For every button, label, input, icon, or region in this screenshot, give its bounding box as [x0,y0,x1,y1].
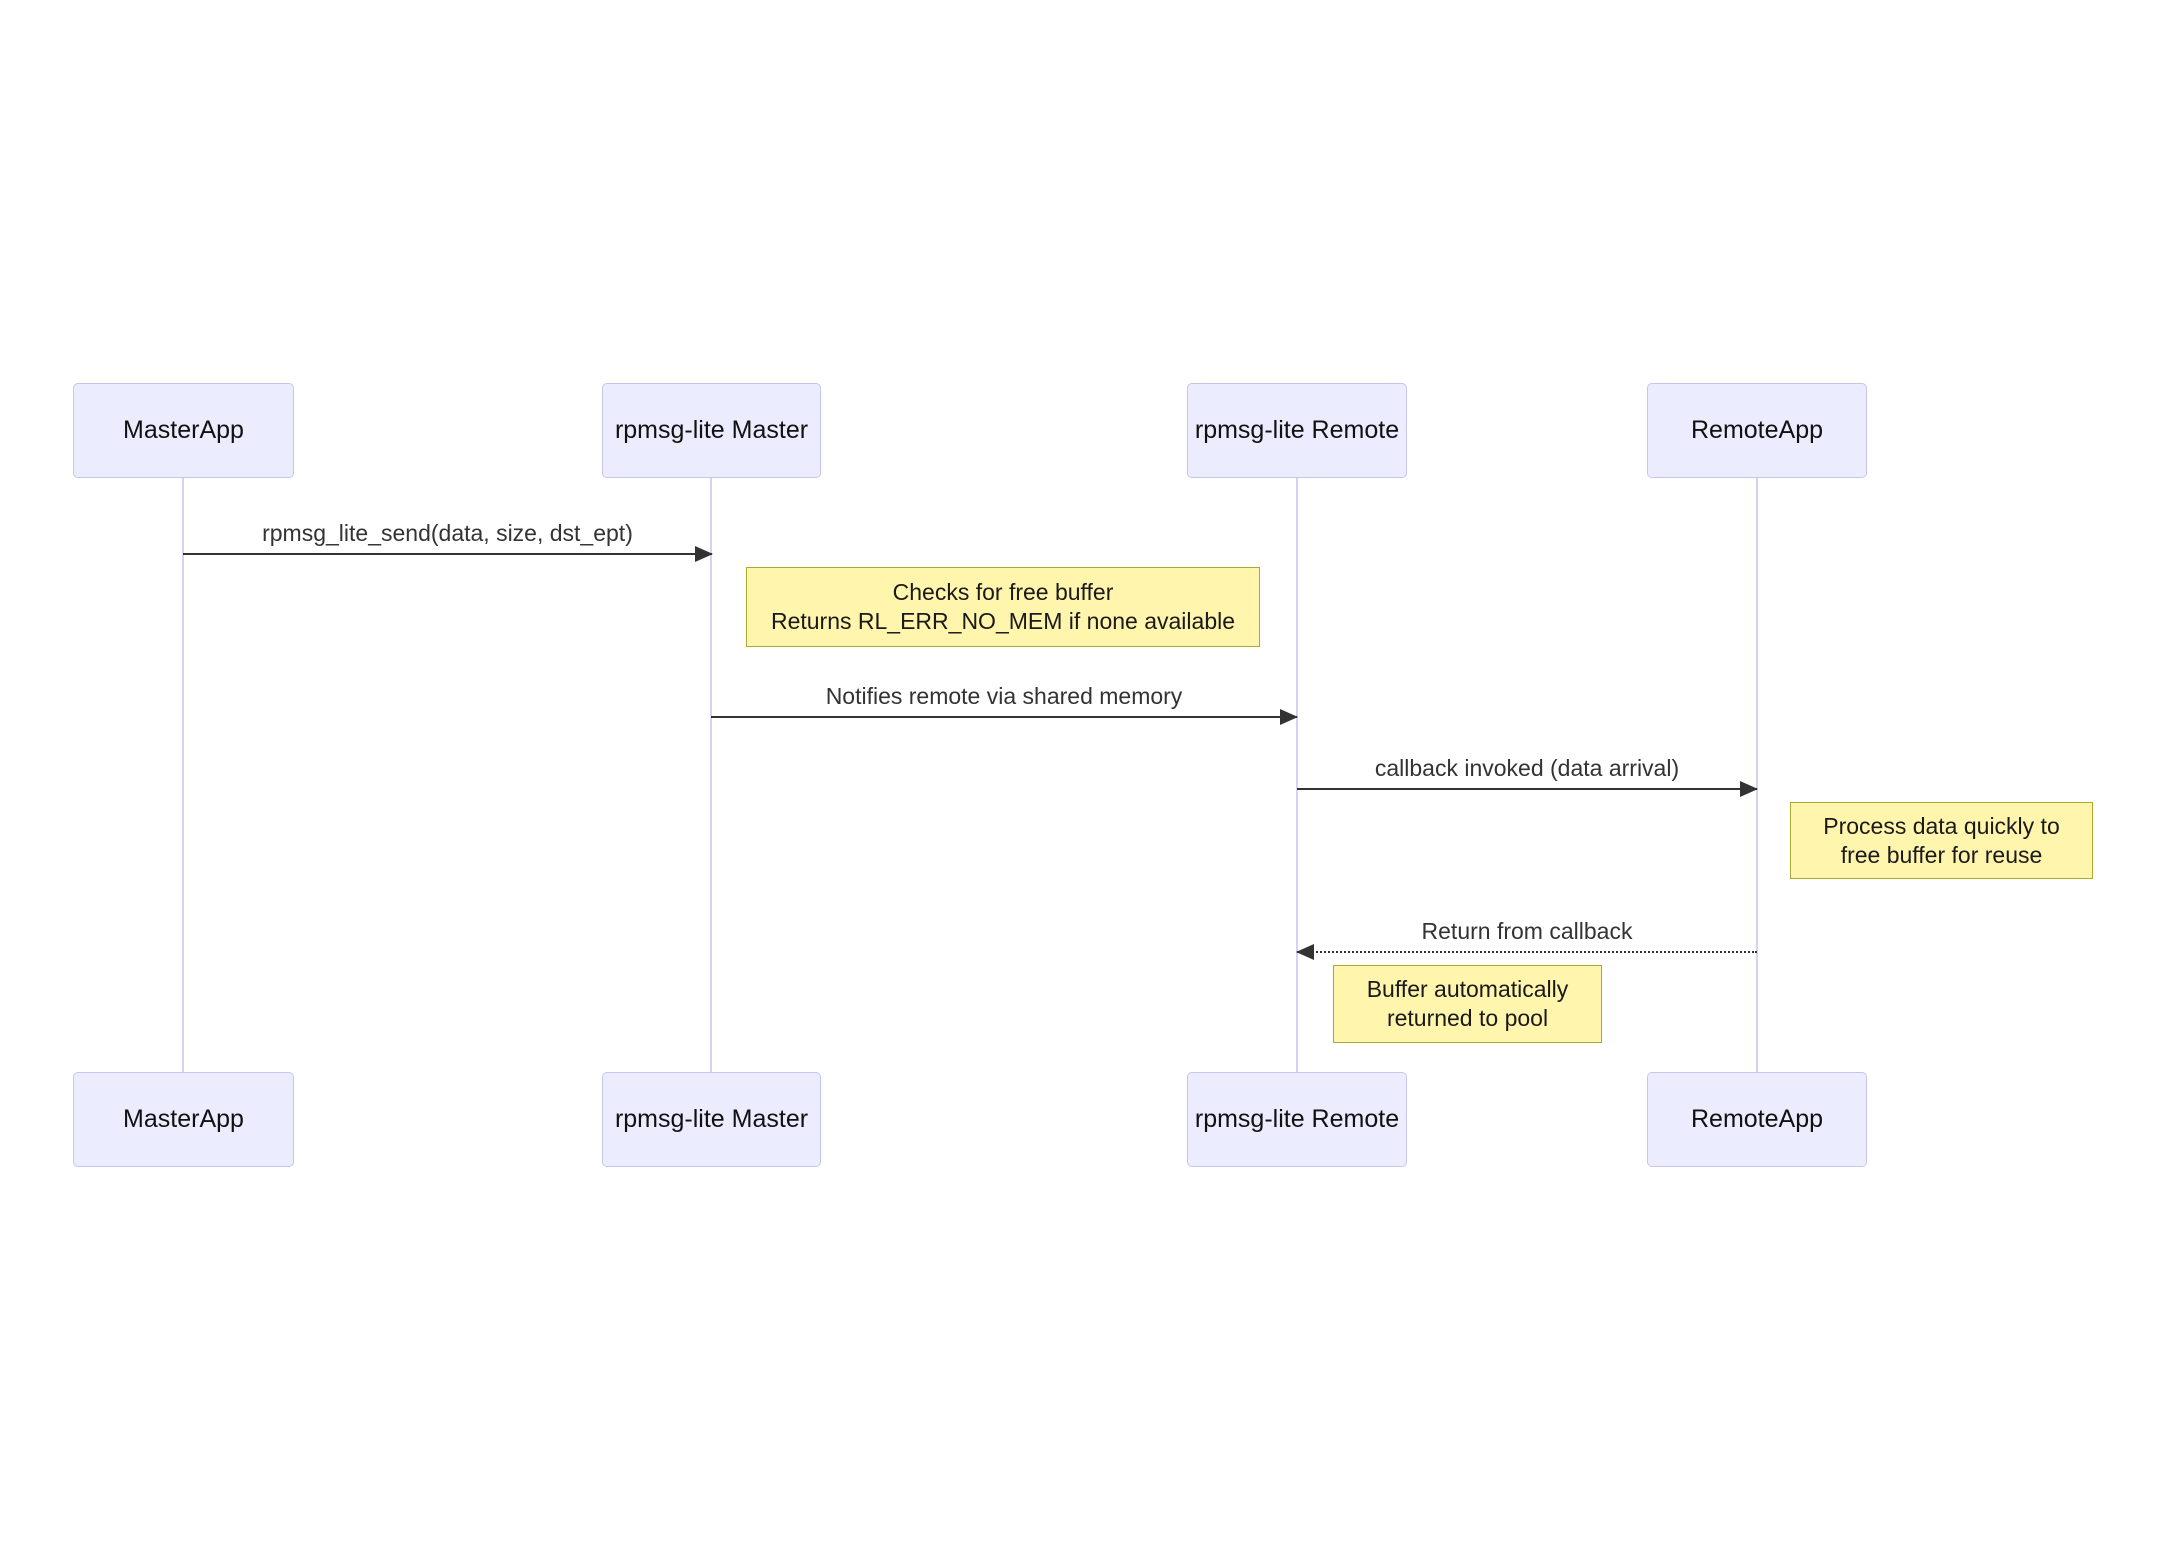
note-buffer-returned-to-pool: Buffer automatically returned to pool [1333,965,1602,1043]
message-line [1297,781,1758,797]
note-line: free buffer for reuse [1840,841,2043,868]
actor-box-remoteapp-bottom: RemoteApp [1647,1072,1867,1167]
actor-label: rpmsg-lite Remote [1194,416,1400,444]
note-process-data-quickly: Process data quickly to free buffer for … [1790,802,2093,879]
actor-box-rpmsg-lite-master-top: rpmsg-lite Master [602,383,821,478]
arrowhead-icon [695,546,713,562]
actor-label: MasterApp [123,1105,244,1133]
note-line: Buffer automatically [1366,976,1569,1002]
actor-label: RemoteApp [1690,1105,1824,1133]
lifeline-rpmsg-lite-remote [1296,478,1298,1072]
actor-label: rpmsg-lite Master [614,416,809,444]
arrowhead-icon [1740,781,1758,797]
arrowhead-icon [1296,944,1314,960]
note-checks-free-buffer: Checks for free buffer Returns RL_ERR_NO… [746,567,1260,647]
message-line [711,709,1298,725]
message-notifies-remote: Notifies remote via shared memory [711,682,1298,725]
message-line [183,546,713,562]
actor-box-rpmsg-lite-remote-bottom: rpmsg-lite Remote [1187,1072,1407,1167]
actor-box-masterapp-top: MasterApp [73,383,294,478]
message-label: Notifies remote via shared memory [825,683,1183,709]
actor-label: rpmsg-lite Master [614,1105,809,1133]
message-line [1296,944,1757,960]
message-label: rpmsg_lite_send(data, size, dst_ept) [262,520,633,546]
message-rpmsg-lite-send: rpmsg_lite_send(data, size, dst_ept) [183,519,713,562]
message-label: callback invoked (data arrival) [1374,755,1680,781]
message-callback-invoked: callback invoked (data arrival) [1297,754,1758,797]
note-line: Returns RL_ERR_NO_MEM if none available [770,608,1236,634]
message-return-from-callback: Return from callback [1296,917,1757,960]
note-line: returned to pool [1386,1005,1549,1031]
actor-box-remoteapp-top: RemoteApp [1647,383,1867,478]
actor-box-rpmsg-lite-remote-top: rpmsg-lite Remote [1187,383,1407,478]
actor-label: rpmsg-lite Remote [1194,1105,1400,1133]
actor-label: RemoteApp [1690,416,1824,444]
arrowhead-icon [1280,709,1298,725]
note-line: Checks for free buffer [892,579,1114,605]
actor-label: MasterApp [123,416,244,444]
actor-box-masterapp-bottom: MasterApp [73,1072,294,1167]
message-label: Return from callback [1421,918,1633,944]
lifeline-rpmsg-lite-master [710,478,712,1072]
actor-box-rpmsg-lite-master-bottom: rpmsg-lite Master [602,1072,821,1167]
lifeline-masterapp [182,478,184,1072]
lifeline-remoteapp [1756,478,1758,1072]
note-line: Process data quickly to [1823,812,2060,839]
